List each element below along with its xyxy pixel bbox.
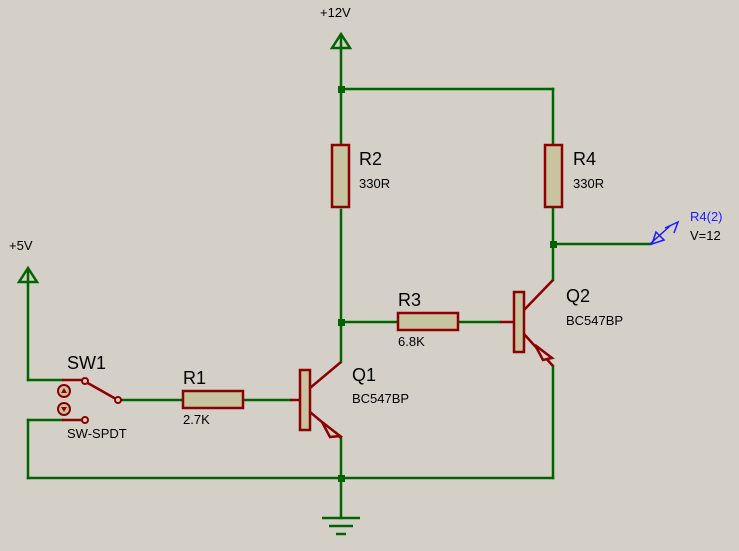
junction-ground [338, 475, 345, 482]
q2-ref: Q2 [566, 286, 590, 306]
switch-up-button[interactable] [57, 384, 71, 398]
switch-down-button[interactable] [57, 402, 71, 416]
voltage-probe[interactable]: R4(2) V=12 [649, 209, 723, 246]
resistor-r4[interactable]: R4 330R [543, 143, 604, 209]
q1-model: BC547BP [352, 391, 409, 406]
r1-value: 2.7K [183, 412, 210, 427]
resistor-r2[interactable]: R2 330R [330, 143, 390, 209]
power-arrow-icon [329, 31, 353, 52]
junction-probe [550, 241, 557, 248]
junction-mid [338, 319, 345, 326]
power-vcc5: +5V [9, 238, 40, 286]
r2-value: 330R [359, 176, 390, 191]
ground-icon [322, 516, 360, 536]
sw1-model: SW-SPDT [67, 426, 127, 441]
wires [26, 50, 652, 520]
transistor-q1[interactable]: Q1 BC547BP [290, 361, 409, 439]
vcc5-label: +5V [9, 238, 33, 253]
ground-symbol [322, 516, 360, 536]
r3-value: 6.8K [398, 334, 425, 349]
sw1-ref: SW1 [67, 353, 106, 373]
q1-ref: Q1 [352, 365, 376, 385]
r1-ref: R1 [183, 368, 206, 388]
r4-ref: R4 [573, 149, 596, 169]
probe-reading: V=12 [690, 228, 721, 243]
probe-arrow-icon [650, 230, 666, 246]
r2-ref: R2 [359, 149, 382, 169]
probe-name: R4(2) [690, 209, 723, 224]
r3-ref: R3 [398, 290, 421, 310]
resistor-r1[interactable]: R1 2.7K [181, 368, 245, 427]
power-vcc12: +12V [320, 5, 353, 52]
resistor-r3[interactable]: R3 6.8K [396, 290, 460, 349]
q2-model: BC547BP [566, 313, 623, 328]
switch-sw1[interactable]: SW1 SW-SPDT [57, 353, 127, 441]
junction-top [338, 86, 345, 93]
junctions [338, 86, 557, 482]
vcc12-label: +12V [320, 5, 351, 20]
r4-value: 330R [573, 176, 604, 191]
power-arrow-icon [16, 265, 40, 286]
transistor-q2[interactable]: Q2 BC547BP [500, 279, 623, 367]
